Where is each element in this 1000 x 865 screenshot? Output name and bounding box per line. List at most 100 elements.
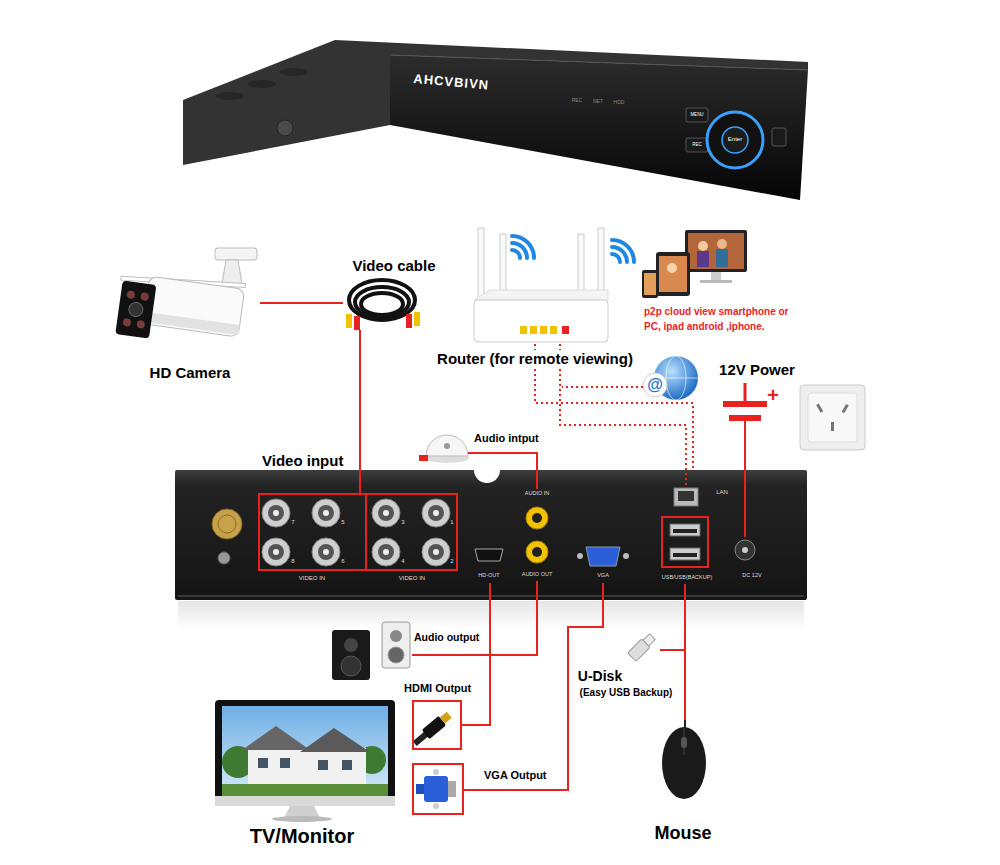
lan-port bbox=[674, 488, 698, 506]
usb-port bbox=[662, 517, 708, 567]
bullet-camera bbox=[140, 292, 149, 301]
cable-coil bbox=[406, 314, 412, 328]
dc-jack bbox=[735, 540, 755, 560]
wifi-symbol bbox=[512, 236, 634, 262]
viewer-devices bbox=[697, 251, 709, 267]
node-label: TV/Monitor bbox=[250, 825, 354, 848]
label-anchor: 5 bbox=[0, 0, 3, 7]
bnc-connector bbox=[312, 538, 340, 566]
node-label: HDMI Output bbox=[404, 682, 471, 695]
wall-outlet bbox=[831, 422, 834, 431]
power-symbol bbox=[723, 401, 767, 407]
node-label: 12V Power bbox=[719, 361, 795, 378]
dvr-rear-panel bbox=[474, 470, 500, 483]
label-anchor: MENU bbox=[0, 0, 13, 5]
router bbox=[530, 326, 537, 334]
router bbox=[520, 326, 527, 334]
node-label: VGA bbox=[597, 572, 609, 578]
mouse: Mouse bbox=[660, 720, 708, 804]
node-label: Audio intput bbox=[474, 432, 539, 445]
bullet-camera bbox=[128, 302, 144, 318]
power-supply: 12V Power bbox=[712, 358, 802, 434]
wall-outlet bbox=[808, 393, 857, 442]
bnc-connector bbox=[372, 499, 400, 527]
router bbox=[562, 326, 569, 334]
bullet-camera bbox=[113, 248, 257, 351]
microphone: Audio intput bbox=[418, 432, 468, 466]
indicator-label: HDD bbox=[614, 100, 625, 106]
node-label: Video input bbox=[262, 452, 343, 469]
hdmi-plug bbox=[440, 712, 452, 724]
bullet-camera bbox=[122, 318, 131, 327]
dvr-front bbox=[277, 120, 293, 136]
node-label: Video cable bbox=[352, 257, 435, 274]
monitor bbox=[280, 758, 290, 768]
wifi-symbol bbox=[612, 240, 634, 262]
network-link bbox=[562, 386, 643, 388]
viewer-devices bbox=[700, 280, 732, 283]
cable-line bbox=[464, 583, 603, 790]
bullet-camera bbox=[215, 248, 257, 260]
lan-port: LAN bbox=[672, 486, 700, 508]
bnc-connector bbox=[262, 499, 450, 566]
video-input-port: Video inputVIDEO INVIDEO IN bbox=[258, 493, 458, 571]
mouse bbox=[681, 737, 687, 748]
node-label: DC 12V bbox=[742, 572, 761, 578]
node-label: Audio output bbox=[414, 631, 479, 643]
cable-coil bbox=[349, 280, 415, 320]
bnc-connector bbox=[262, 538, 290, 566]
label-anchor: 1 bbox=[0, 0, 3, 7]
internet-symbol: @ bbox=[647, 376, 663, 394]
cable-line bbox=[359, 330, 361, 493]
router bbox=[474, 228, 608, 342]
viewer-devices bbox=[698, 241, 708, 251]
wifi-symbol bbox=[612, 247, 627, 262]
internet-globe bbox=[643, 373, 667, 397]
cable-line bbox=[260, 302, 343, 304]
dvr-front bbox=[722, 127, 748, 153]
bullet-camera bbox=[143, 276, 245, 337]
dc-jack bbox=[735, 540, 755, 560]
vga-plug bbox=[433, 769, 439, 775]
viewer-devices bbox=[656, 252, 690, 296]
bnc-connector bbox=[323, 549, 329, 555]
dc-power-port: DC 12V bbox=[733, 537, 759, 563]
remote-viewers: p2p cloud view smartphone or PC, ipad an… bbox=[640, 228, 798, 338]
dvr-rear-panel bbox=[175, 470, 807, 600]
hdmi-port bbox=[475, 549, 503, 561]
label-anchor: 6 bbox=[0, 0, 3, 7]
bnc-connector bbox=[268, 505, 284, 521]
channel-number: 3 bbox=[401, 519, 404, 526]
rca-jack bbox=[526, 507, 548, 529]
bnc-connector bbox=[262, 499, 290, 527]
channel-number: 5 bbox=[341, 519, 344, 526]
cable-line bbox=[744, 434, 746, 537]
monitor bbox=[258, 758, 268, 768]
power-symbol bbox=[744, 421, 746, 434]
monitor bbox=[272, 816, 332, 822]
camera: HD Camera bbox=[108, 245, 260, 357]
rca-jack bbox=[526, 541, 548, 563]
rca-jack bbox=[532, 513, 542, 523]
power-symbol bbox=[729, 415, 761, 421]
monitor: TV/Monitor bbox=[215, 700, 395, 820]
button-label: MENU bbox=[690, 112, 703, 117]
vga-port: VGA bbox=[582, 543, 624, 583]
label-anchor: AHCVBIVN bbox=[0, 0, 76, 15]
wifi-symbol bbox=[612, 254, 620, 262]
label-anchor: + bbox=[0, 0, 12, 23]
video-cable: Video cable bbox=[343, 280, 421, 330]
usb-stick bbox=[628, 632, 657, 661]
viewer-devices bbox=[717, 239, 727, 249]
vga-port bbox=[577, 547, 629, 566]
indicator-label: REC bbox=[572, 98, 583, 104]
usb-port: USB/USB(BACKUP) bbox=[660, 516, 712, 584]
label-anchor: 2 bbox=[0, 0, 3, 7]
node-label: U-Disk bbox=[578, 668, 622, 684]
wifi-symbol bbox=[512, 243, 527, 258]
label-anchor: 4 bbox=[0, 0, 3, 7]
vga-plug bbox=[416, 769, 456, 809]
speakers bbox=[341, 656, 361, 676]
label-anchor: NET bbox=[0, 0, 10, 6]
